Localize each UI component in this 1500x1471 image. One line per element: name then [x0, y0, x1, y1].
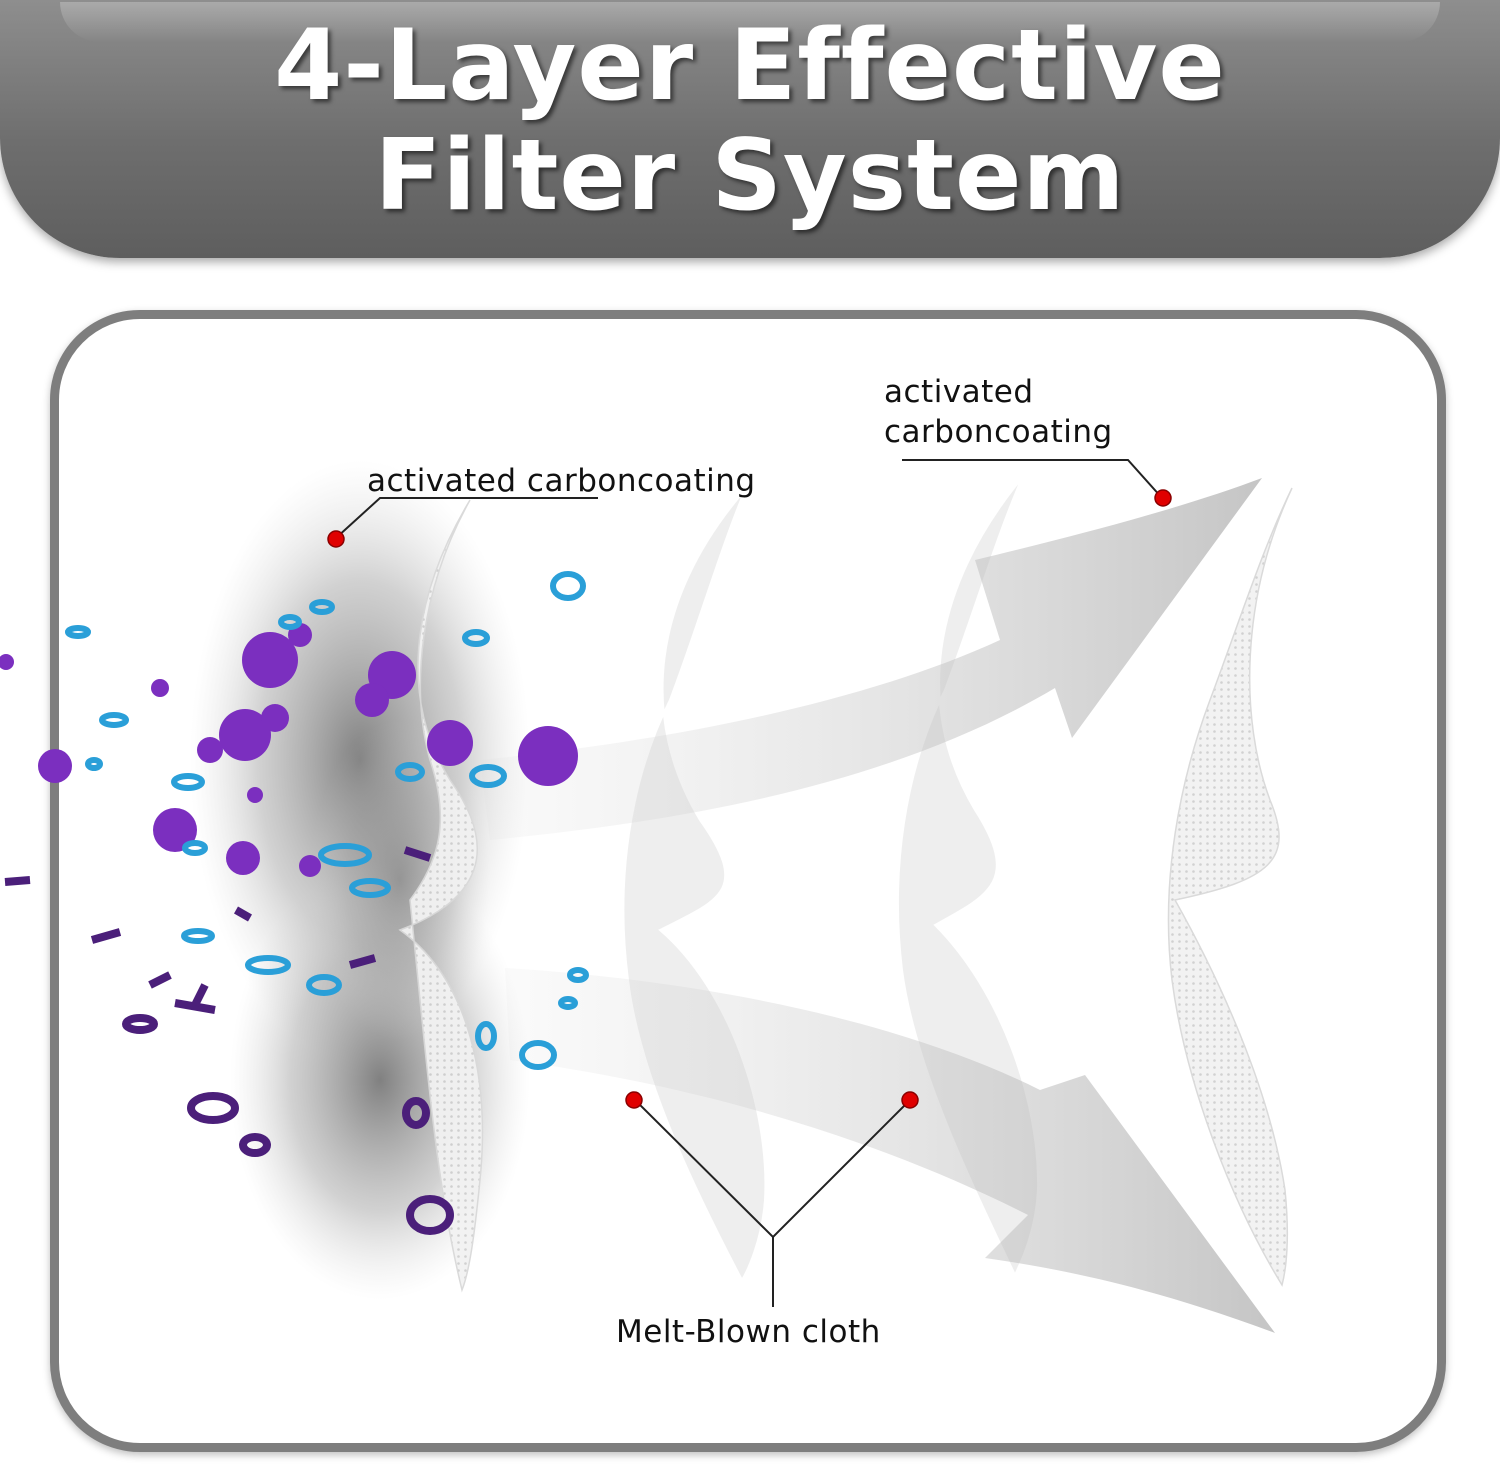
header-banner: 4-Layer Effective Filter System	[0, 0, 1500, 258]
airflow-arrow-upper	[480, 478, 1262, 840]
marker-dot-layer-4	[1154, 489, 1172, 507]
title-line-1: 4-Layer Effective	[274, 9, 1226, 123]
leader-lines	[335, 459, 1163, 1307]
label-layer-1: activated carboncoating	[367, 463, 756, 499]
filter-layer-1	[398, 499, 484, 1293]
label-layer-4-line-2: carboncoating	[884, 414, 1113, 450]
marker-dot-layer-1	[327, 530, 345, 548]
label-layer-4: activated carboncoating	[884, 372, 1113, 452]
virus-particles	[0, 623, 578, 877]
purple-fragments	[4, 846, 454, 1235]
marker-dots	[327, 489, 1172, 1109]
airflow-arrow-lower	[505, 968, 1275, 1333]
marker-dot-layer-2	[625, 1091, 643, 1109]
filter-layer-4	[1167, 487, 1293, 1287]
bacteria-particles	[65, 571, 589, 1070]
title-line-2: Filter System	[374, 119, 1126, 233]
marker-dot-layer-3	[901, 1091, 919, 1109]
label-layer-4-line-1: activated	[884, 374, 1034, 410]
filter-layer-2	[622, 489, 767, 1283]
header-shine	[60, 2, 1440, 42]
label-melt-blown: Melt-Blown cloth	[616, 1314, 881, 1350]
